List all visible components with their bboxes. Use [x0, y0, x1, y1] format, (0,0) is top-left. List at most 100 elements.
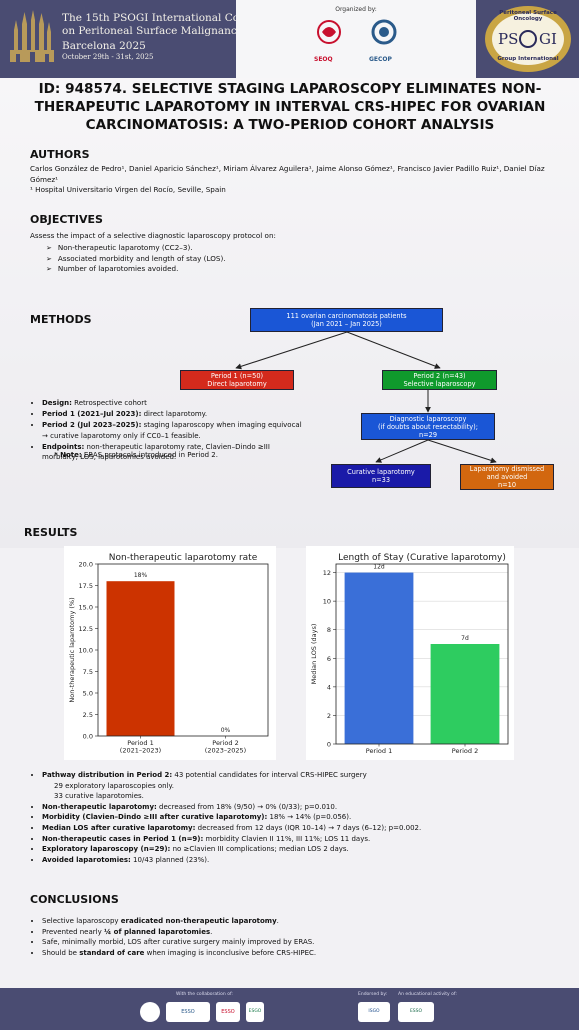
chart-ytick-label: 20.0 — [79, 561, 93, 569]
result-label: Median LOS after curative laparotomy: — [42, 823, 196, 832]
list-item: Avoided laparotomies: 10/43 planned (23%… — [42, 855, 579, 866]
chart-title: Length of Stay (Curative laparotomy) — [338, 553, 506, 563]
method-text: non-therapeutic laparotomy rate, Clavien… — [42, 442, 270, 462]
footer-educational-label: An educational activity of: — [398, 992, 457, 997]
list-item: Period 2 (Jul 2023–2025): staging laparo… — [42, 420, 304, 440]
results-list: Pathway distribution in Period 2: 43 pot… — [30, 770, 579, 865]
method-label: Design: — [42, 399, 72, 407]
footer-collab-label: With the collaboration of: — [176, 992, 233, 997]
flow-box-line: (if doubts about resectability); — [378, 422, 478, 431]
chart-panel-los: Length of Stay (Curative laparotomy) Medi… — [306, 546, 514, 760]
flow-box-line: Laparotomy dismissed — [469, 465, 545, 473]
result-label: Exploratory laparoscopy (n=29): — [42, 845, 171, 854]
flow-box-diagnostic-laparoscopy: Diagnostic laparoscopy (if doubts about … — [361, 413, 495, 440]
chart-xtick-label: (2023–2025) — [205, 747, 246, 755]
chart-data-label: 12d — [373, 564, 385, 571]
chart-ytick-label: 2 — [327, 712, 331, 720]
methods-note: * Note: ERAS protocols introduced in Per… — [54, 451, 218, 459]
flow-box-line: Period 1 (n=50) — [210, 372, 264, 380]
isgo-footer-logo: ISGO — [358, 1002, 390, 1022]
objective-text: Non-therapeutic laparotomy (CC2–3). — [57, 243, 193, 252]
chart-xtick-label: Period 1 — [127, 739, 153, 747]
flow-box-laparotomy-dismissed: Laparotomy dismissed and avoided n=10 — [460, 464, 554, 490]
poster-header: The 15th PSOGI International Congress on… — [0, 0, 579, 78]
chart-xtick-label: (2021–2023) — [120, 747, 161, 755]
psogi-logo: Peritoneal Surface Oncology PS GI Group … — [484, 4, 572, 74]
chart-ylabel: Median LOS (days) — [310, 624, 318, 685]
note-text: ERAS protocols introduced in Period 2. — [81, 451, 218, 459]
chart-ytick-label: 10.0 — [79, 647, 93, 655]
poster-title: ID: 948574. SELECTIVE STAGING LAPAROSCOP… — [34, 81, 546, 133]
list-item: Period 1 (2021–Jul 2023): direct laparot… — [42, 409, 304, 419]
gecop-caption: GECOP — [369, 56, 392, 63]
author-names: Carlos González de Pedro¹, Daniel Aparic… — [30, 164, 545, 184]
organized-by-label: Organized by: — [335, 6, 377, 13]
esgo-footer-logo: ESGO — [246, 1002, 264, 1022]
list-item: Design: Retrospective cohort — [42, 398, 304, 408]
psogi-bottom-text: Group International — [497, 56, 559, 62]
method-text: Retrospective cohort — [71, 399, 147, 407]
chart-ytick-label: 12.5 — [79, 625, 93, 633]
list-item: Selective laparoscopy eradicated non-the… — [42, 916, 579, 927]
result-subitem: 29 exploratory laparoscopies only. — [54, 781, 174, 790]
flow-box-line: n=29 — [418, 430, 438, 439]
flow-box-line: 111 ovarian carcinomatosis patients — [286, 312, 407, 320]
psogi-left-text: PS — [498, 30, 519, 48]
chart-ytick-label: 4 — [327, 683, 331, 691]
conclusion-bold: eradicated non-therapeutic laparotomy — [120, 917, 277, 925]
list-item: Endpoints: non-therapeutic laparotomy ra… — [42, 442, 304, 462]
flow-box-line: n=33 — [371, 476, 391, 484]
chart-ylabel: Non-therapeutic laparotomy (%) — [68, 597, 76, 702]
length-of-stay-chart: Length of Stay (Curative laparotomy) Medi… — [310, 553, 509, 755]
objective-text: Associated morbidity and length of stay … — [57, 253, 226, 263]
poster-footer: With the collaboration of: Endorsed by: … — [0, 988, 579, 1030]
chart-bar — [430, 644, 500, 744]
congress-info: The 15th PSOGI International Congress on… — [62, 12, 275, 62]
list-item: Non-therapeutic cases in Period 1 (n=9):… — [42, 834, 579, 845]
list-item: Number of laparotomies avoided. — [46, 264, 226, 275]
flow-box-line: n=10 — [497, 481, 517, 489]
method-label: Endpoints: — [42, 442, 85, 451]
chart-ytick-label: 7.5 — [83, 668, 93, 676]
chart-ytick-label: 0.0 — [83, 733, 93, 741]
authors-heading: AUTHORS — [30, 148, 90, 161]
chart-xtick-label: Period 1 — [366, 747, 392, 755]
chart-title: Non-therapeutic laparotomy rate — [109, 553, 258, 563]
conclusion-text: Selective laparoscopy — [42, 917, 121, 925]
flow-box-period-1: Period 1 (n=50) Direct laparotomy — [180, 370, 294, 390]
chart-data-label: 0% — [221, 727, 231, 734]
flow-box-line: (Jan 2021 – Jan 2025) — [311, 320, 382, 328]
list-item: Non-therapeutic laparotomy: decreased fr… — [42, 802, 579, 813]
result-label: Morbidity (Clavien–Dindo ≥III after cura… — [42, 813, 268, 822]
authors-block: Carlos González de Pedro¹, Daniel Aparic… — [30, 164, 570, 196]
conclusion-text: . — [276, 917, 279, 925]
result-label: Non-therapeutic laparotomy: — [42, 802, 157, 811]
chart-bar — [344, 572, 414, 744]
result-subitem: 33 curative laparotomies. — [54, 792, 144, 801]
conclusion-bold: standard of care — [79, 948, 145, 957]
chart-ytick-label: 15.0 — [79, 604, 93, 612]
flow-box-line: Diagnostic laparoscopy — [389, 414, 467, 423]
list-item: Exploratory laparoscopy (n=29): no ≥Clav… — [42, 844, 579, 855]
conclusion-text: when imaging is inconclusive before CRS-… — [144, 948, 317, 957]
list-item: Prevented nearly ¼ of planned laparotomi… — [42, 927, 579, 938]
congress-line1: The 15th PSOGI International Congress — [62, 12, 275, 24]
flow-box-line: Curative laparotomy — [347, 468, 415, 476]
method-text: direct laparotomy. — [141, 410, 208, 419]
seoq-footer-logo-icon — [140, 1002, 160, 1022]
esso-footer-logo: ESSO — [166, 1002, 210, 1022]
result-label: Non-therapeutic cases in Period 1 (n=9): — [42, 834, 204, 843]
conclusion-bold: ¼ of planned laparotomies — [103, 927, 211, 936]
chart-ytick-label: 6 — [327, 655, 331, 663]
objectives-list: Non-therapeutic laparotomy (CC2–3). Asso… — [46, 243, 226, 275]
method-label: Period 1 (2021–Jul 2023): — [42, 410, 142, 419]
objectives-heading: OBJECTIVES — [30, 213, 103, 226]
list-item: Safe, minimally morbid, LOS after curati… — [42, 937, 579, 948]
esso-footer-logo: ESSO — [398, 1002, 434, 1022]
chart-data-label: 18% — [134, 572, 148, 579]
flow-connectors — [235, 331, 497, 464]
flow-box-line: Selective laparoscopy — [403, 380, 476, 388]
seoq-caption: SEOQ — [314, 56, 333, 63]
chart-frame — [335, 563, 509, 745]
